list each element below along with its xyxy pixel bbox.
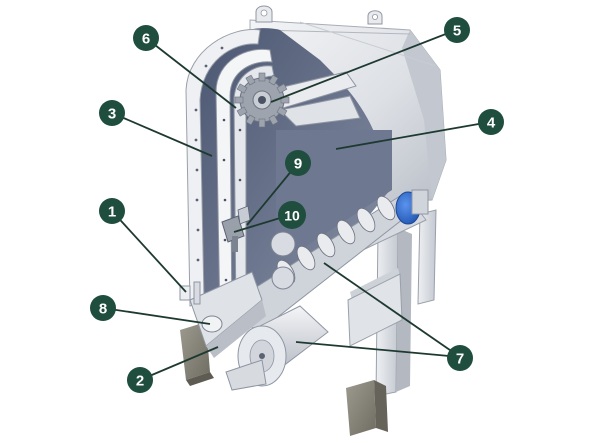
callout-5-label: 5 [453,23,461,40]
callout-6: 6 [133,25,159,51]
callout-10-label: 10 [284,208,300,224]
callout-4-label: 4 [487,115,496,132]
callout-6-label: 6 [142,31,150,48]
side-bracket [179,281,201,305]
callout-2: 2 [127,367,153,393]
callout-2-label: 2 [136,373,144,390]
callout-10: 10 [278,201,306,229]
callout-4: 4 [478,109,504,135]
callout-8-label: 8 [99,301,107,318]
callout-3: 3 [99,100,125,126]
leader-lines [102,29,491,381]
inlet-port [201,315,223,333]
callout-8: 8 [90,295,116,321]
callout-5: 5 [444,17,470,43]
callout-9-label: 9 [294,156,302,173]
callout-3-label: 3 [108,106,116,123]
callout-9: 9 [285,150,311,176]
level-sensor [221,205,251,252]
inspection-discs [270,231,296,290]
callout-7: 7 [447,345,473,371]
callout-1-label: 1 [108,204,116,221]
sprocket-assembly [234,71,361,128]
callout-1: 1 [99,198,125,224]
lifting-eyes [255,5,383,25]
drive-motor [395,189,429,225]
callout-7-label: 7 [456,351,464,368]
